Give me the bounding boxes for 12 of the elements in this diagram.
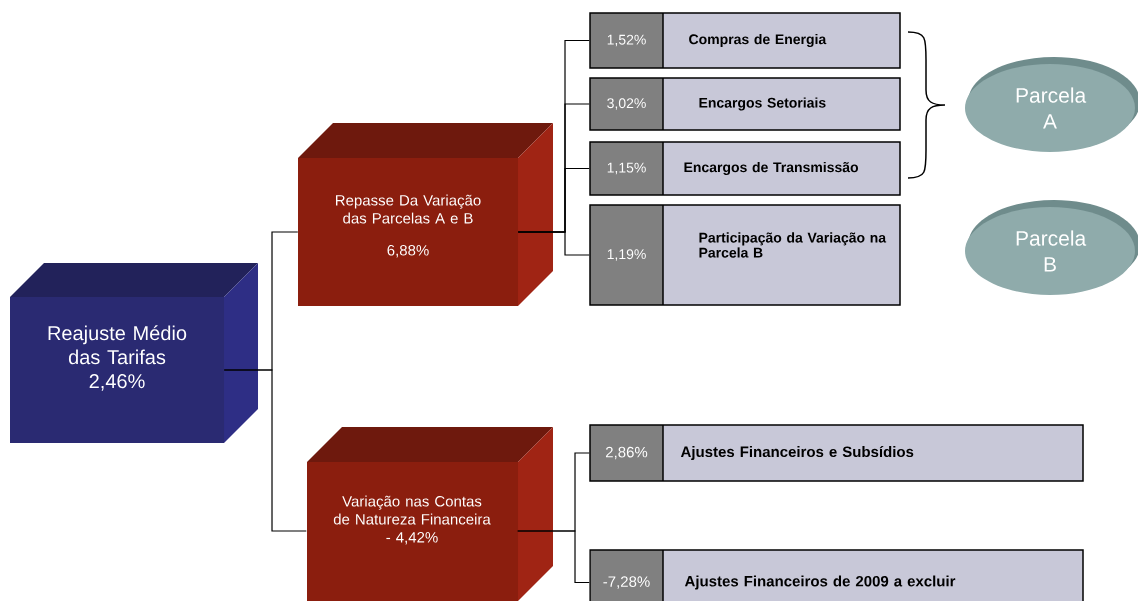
- cube: Variação nas Contas de Natureza Financeira - 4,42%: [307, 427, 553, 601]
- connector: [517, 231, 590, 256]
- bar: -7,28% Ajustes Financeiros de 2009 a excluir: [589, 549, 1084, 601]
- cube: Repasse Da Variação das Parcelas A e B 6,88%: [298, 123, 553, 306]
- connector: [223, 369, 307, 532]
- bar: 3,02% Encargos Setoriais: [589, 77, 901, 131]
- cube: Reajuste Médio das Tarifas 2,46%: [10, 263, 258, 443]
- connector: [517, 530, 590, 584]
- bar: 2,86% Ajustes Financeiros e Subsídios: [589, 424, 1084, 482]
- bar: 1,19% Participação da Variação na Parcela B: [589, 204, 901, 306]
- bar: 1,52% Compras de Energia: [589, 12, 901, 69]
- bar: 1,15% Encargos de Transmissão: [589, 141, 901, 196]
